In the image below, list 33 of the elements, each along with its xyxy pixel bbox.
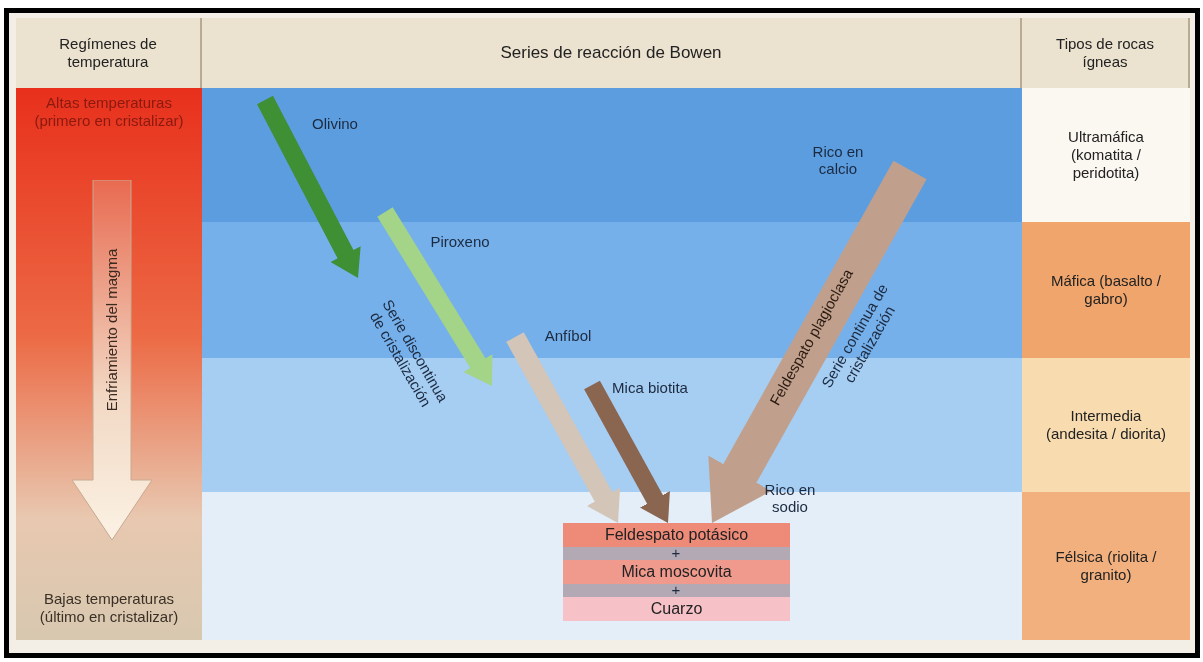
header-text: Regímenes de temperatura bbox=[58, 35, 158, 71]
arrow-label: Enfriamiento del magma bbox=[103, 248, 121, 412]
mineral-label: Mica biotita bbox=[612, 379, 688, 397]
cooling-arrow bbox=[72, 180, 152, 540]
temperature-text: Altas temperaturas (primero en cristalizar) bbox=[33, 94, 185, 130]
mineral-text: Mica moscovita bbox=[620, 562, 733, 582]
header-cell bbox=[202, 18, 1022, 88]
mineral-box bbox=[563, 523, 790, 547]
rock-type-text: Ultramáfica (komatita / peridotita) bbox=[1067, 128, 1145, 182]
mineral-box bbox=[563, 597, 790, 621]
header-cell bbox=[16, 18, 202, 88]
composition-label: Rico en calcio bbox=[811, 142, 865, 178]
mineral-box bbox=[563, 560, 790, 584]
header-text: Series de reacción de Bowen bbox=[499, 42, 723, 64]
temperature-column bbox=[16, 88, 202, 640]
rock-type-cell bbox=[1022, 88, 1190, 222]
mineral-text: Feldespato potásico bbox=[603, 525, 750, 545]
mineral-label: Olivino bbox=[312, 115, 358, 133]
plus-sign: + bbox=[671, 544, 681, 562]
mineral-text: Cuarzo bbox=[649, 599, 704, 619]
rock-type-text: Intermedia (andesita / diorita) bbox=[1044, 407, 1168, 443]
rock-type-cell bbox=[1022, 358, 1190, 492]
plus-sign: + bbox=[671, 581, 681, 599]
rock-type-cell bbox=[1022, 492, 1190, 640]
rock-type-cell bbox=[1022, 222, 1190, 358]
mineral-label: Anfíbol bbox=[544, 327, 592, 345]
mineral-label: Piroxeno bbox=[430, 233, 490, 251]
temperature-text: Bajas temperaturas (último en cristalizar) bbox=[38, 590, 180, 626]
rock-type-text: Félsica (riolita / granito) bbox=[1054, 548, 1158, 584]
composition-label: Rico en sodio bbox=[763, 480, 817, 516]
header-cell bbox=[1022, 18, 1190, 88]
header-text: Tipos de rocas ígneas bbox=[1055, 35, 1155, 71]
rock-type-text: Máfica (basalto / gabro) bbox=[1049, 272, 1162, 308]
